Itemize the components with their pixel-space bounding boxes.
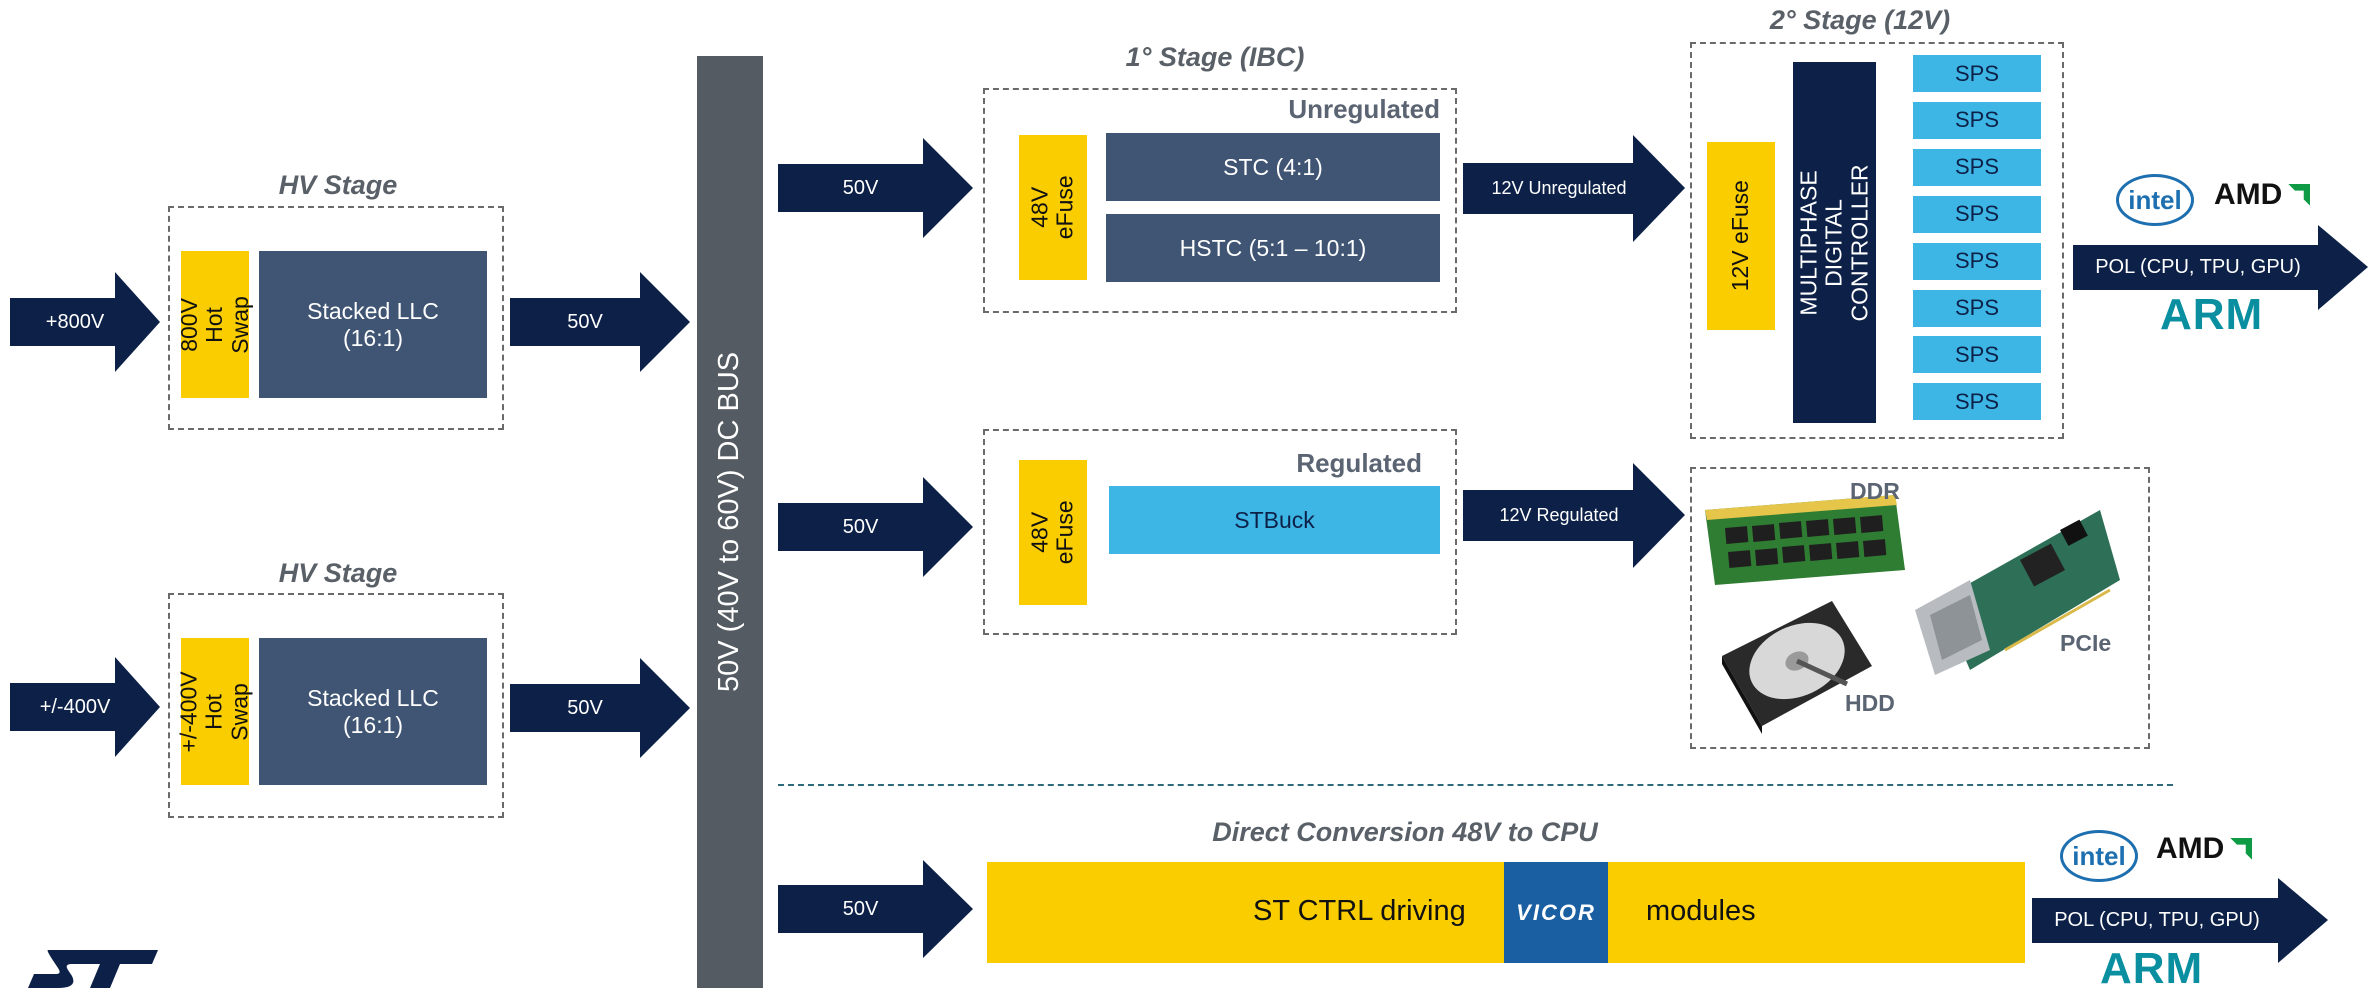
stage2-efuse-label: 12V eFuse xyxy=(1727,180,1754,292)
hv-bottom-input-arrow: +/-400V xyxy=(10,657,160,757)
direct-output-arrow: POL (CPU, TPU, GPU) xyxy=(2032,878,2328,963)
direct-input-arrow: 50V xyxy=(778,860,973,958)
direct-title: Direct Conversion 48V to CPU xyxy=(1212,817,1598,847)
intel-logo-bottom-text: intel xyxy=(2072,840,2126,871)
hv-top-hotswap-label: 800V Hot Swap xyxy=(176,295,253,354)
hv-stage-bottom-box xyxy=(168,593,504,818)
stage1-reg-output-label: 12V Regulated xyxy=(1499,505,1619,525)
arm-logo-top: ARM xyxy=(2160,290,2264,339)
stage1-unreg-efuse-label: 48V eFuse xyxy=(1026,175,1078,240)
hdd-icon xyxy=(1722,601,1872,734)
vicor-logo: VICOR xyxy=(1504,862,1608,963)
vicor-logo-text: VICOR xyxy=(1516,899,1596,925)
hv-stage-top-box xyxy=(168,206,504,430)
arm-logo-bottom: ARM xyxy=(2100,944,2204,993)
stbuck-block: STBuck xyxy=(1109,486,1440,554)
stage2-output-arrow: POL (CPU, TPU, GPU) xyxy=(2073,225,2368,310)
hv-bottom-output-label: 50V xyxy=(567,696,603,719)
hv-top-llc-line1: Stacked LLC xyxy=(307,297,439,324)
ddr-label: DDR xyxy=(1850,478,1900,504)
amd-arrow-icon xyxy=(2230,838,2253,860)
multiphase-controller: MULTIPHASE DIGITAL CONTROLLER xyxy=(1793,62,1876,423)
amd-logo-top: AMD xyxy=(2214,178,2311,212)
stc-label: STC (4:1) xyxy=(1223,153,1323,180)
pcie-label: PCIe xyxy=(2060,630,2112,656)
amd-logo-top-text: AMD xyxy=(2214,178,2283,211)
sps-block: SPS xyxy=(1913,148,2041,186)
stage1-reg-input-label: 50V xyxy=(842,515,879,538)
hv-top-output-label: 50V xyxy=(567,310,603,333)
hv-top-output-arrow: 50V xyxy=(510,272,690,372)
hv-stage-bottom-title: HV Stage xyxy=(278,558,398,588)
stbuck-label: STBuck xyxy=(1234,506,1315,533)
sps-block: SPS xyxy=(1913,289,2041,327)
hv-bottom-hotswap: +/-400V Hot Swap xyxy=(176,638,253,785)
sps-block: SPS xyxy=(1913,383,2041,421)
stage1-unreg-output-arrow: 12V Unregulated xyxy=(1463,135,1685,242)
hv-bottom-llc: Stacked LLC (16:1) xyxy=(259,638,487,785)
stage1-unreg-input-arrow: 50V xyxy=(778,138,973,238)
stage2-box xyxy=(1690,42,2064,439)
ddr-module-icon xyxy=(1705,495,1905,585)
intel-logo-top: intel xyxy=(2116,174,2194,226)
stage1-unreg-box xyxy=(983,88,1457,313)
stage1-reg-output-arrow: 12V Regulated xyxy=(1463,463,1685,568)
pcie-card-icon xyxy=(1915,510,2120,675)
hv-top-hotswap: 800V Hot Swap xyxy=(176,251,253,398)
amd-arrow-icon xyxy=(2288,184,2311,206)
hv-top-llc-line2: (16:1) xyxy=(342,324,404,351)
hstc-block: HSTC (5:1 – 10:1) xyxy=(1106,214,1440,282)
hv-bottom-output-arrow: 50V xyxy=(510,658,690,758)
hv-bottom-hotswap-label: +/-400V Hot Swap xyxy=(176,670,253,753)
stc-block: STC (4:1) xyxy=(1106,133,1440,201)
hdd-label: HDD xyxy=(1845,690,1895,716)
hv-top-input-arrow: +800V xyxy=(10,272,160,372)
stage1-reg-efuse: 48V eFuse xyxy=(1019,460,1087,605)
peripherals-box xyxy=(1690,467,2150,749)
hstc-label: HSTC (5:1 – 10:1) xyxy=(1179,234,1367,261)
stage1-unreg-output-label: 12V Unregulated xyxy=(1491,178,1627,198)
hv-bottom-input-label: +/-400V xyxy=(39,695,111,718)
dc-bus-bar: 50V (40V to 60V) DC BUS xyxy=(697,56,763,988)
dc-bus-label: 50V (40V to 60V) DC BUS xyxy=(713,351,746,693)
direct-input-label: 50V xyxy=(842,897,879,920)
stage2-efuse: 12V eFuse xyxy=(1707,142,1775,330)
hv-stage-top-title: HV Stage xyxy=(278,170,398,200)
hv-bottom-llc-line1: Stacked LLC xyxy=(307,684,439,711)
hv-top-llc: Stacked LLC (16:1) xyxy=(259,251,487,398)
stage1-unreg-input-label: 50V xyxy=(842,176,879,199)
stage1-reg-efuse-label: 48V eFuse xyxy=(1026,500,1078,565)
direct-text-left: ST CTRL driving xyxy=(1253,895,1466,927)
stage1-title: 1° Stage (IBC) xyxy=(1125,42,1305,72)
sps-block: SPS xyxy=(1913,195,2041,233)
stage1-reg-label: Regulated xyxy=(1296,448,1422,478)
stage2-title: 2° Stage (12V) xyxy=(1769,5,1951,35)
stage1-unreg-efuse: 48V eFuse xyxy=(1019,135,1087,280)
intel-logo-top-text: intel xyxy=(2128,184,2182,215)
sps-block: SPS xyxy=(1913,242,2041,280)
sps-block: SPS xyxy=(1913,101,2041,139)
stage1-unreg-label: Unregulated xyxy=(1288,94,1440,124)
amd-logo-bottom: AMD xyxy=(2156,832,2253,866)
hv-bottom-llc-line2: (16:1) xyxy=(342,711,404,738)
stage1-reg-input-arrow: 50V xyxy=(778,477,973,577)
stage1-reg-box xyxy=(983,429,1457,635)
intel-logo-bottom: intel xyxy=(2060,830,2138,882)
direct-output-label: POL (CPU, TPU, GPU) xyxy=(2054,909,2260,931)
st-logo-icon xyxy=(28,950,158,988)
amd-logo-bottom-text: AMD xyxy=(2156,832,2225,865)
sps-block: SPS xyxy=(1913,55,2041,92)
hv-top-input-label: +800V xyxy=(45,310,105,333)
stage2-output-label: POL (CPU, TPU, GPU) xyxy=(2095,256,2301,278)
section-divider xyxy=(778,784,2173,786)
sps-block: SPS xyxy=(1913,336,2041,374)
multiphase-controller-label: MULTIPHASE DIGITAL CONTROLLER xyxy=(1795,163,1873,322)
direct-text-right: modules xyxy=(1646,895,1756,927)
